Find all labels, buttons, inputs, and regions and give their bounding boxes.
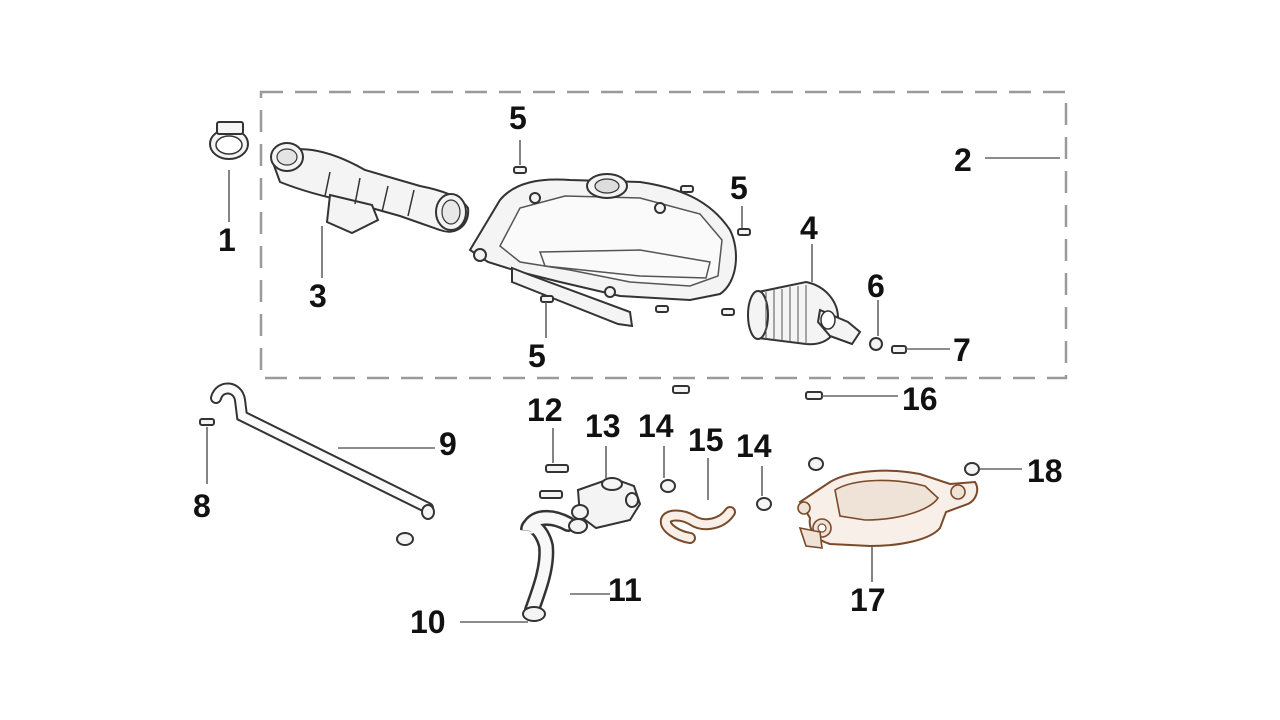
part-6-washer — [869, 337, 883, 351]
part-10-clamp — [522, 606, 546, 622]
callout-13: 13 — [585, 408, 621, 444]
callout-12: 12 — [527, 392, 563, 428]
part-14-clamp-a — [660, 479, 676, 493]
callout-9: 9 — [439, 426, 457, 462]
part-3-intake-duct — [270, 142, 470, 235]
callout-3: 3 — [309, 278, 327, 314]
callout-5-bottom: 5 — [528, 338, 546, 374]
callout-18: 18 — [1027, 453, 1063, 489]
part-11-hose — [520, 509, 576, 618]
part-12-bolts — [539, 464, 569, 499]
callout-8: 8 — [193, 488, 211, 524]
part-18-nut — [964, 462, 980, 476]
callout-17: 17 — [850, 582, 886, 618]
callout-14-left: 14 — [638, 408, 674, 444]
part-1-hose-clamp — [209, 121, 249, 160]
callout-14-right: 14 — [736, 428, 772, 464]
part-17-canister — [797, 457, 979, 549]
part-5-screws — [513, 166, 751, 316]
callout-16: 16 — [902, 381, 938, 417]
callout-2: 2 — [954, 142, 972, 178]
part-13-valve — [568, 476, 642, 534]
part-16-bolts — [672, 385, 823, 400]
part-8-pin — [199, 418, 215, 426]
callout-11: 11 — [608, 572, 642, 608]
callout-1: 1 — [218, 222, 236, 258]
part-14-clamp-b — [756, 497, 772, 511]
part-4-air-filter — [747, 280, 862, 346]
part-15-hose — [659, 506, 736, 544]
callout-6: 6 — [867, 268, 885, 304]
part-7-bolt — [891, 345, 907, 354]
callout-10: 10 — [410, 604, 446, 640]
callout-15: 15 — [688, 422, 724, 458]
air-box-housing — [468, 173, 737, 328]
callout-5-top: 5 — [509, 100, 527, 136]
callout-5-right: 5 — [730, 170, 748, 206]
part-9-breather-tube — [210, 382, 435, 546]
callout-4: 4 — [800, 210, 818, 246]
callout-7: 7 — [953, 332, 971, 368]
